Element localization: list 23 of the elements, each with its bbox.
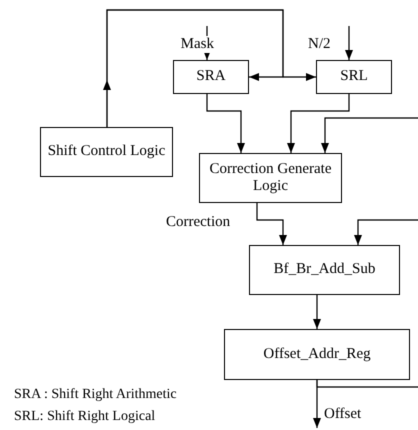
block-label: Bf_Br_Add_Sub <box>274 261 376 279</box>
arrow <box>256 203 287 245</box>
arrow <box>321 117 418 153</box>
edge-label: Mask <box>180 36 214 52</box>
arrow <box>206 94 245 153</box>
arrow <box>287 94 350 153</box>
arrow <box>106 9 316 127</box>
block-label: Correction Generate Logic <box>208 160 333 196</box>
note-text: SRA : Shift Right Arithmetic <box>14 387 177 402</box>
block-box <box>249 245 400 295</box>
arrow <box>354 219 418 245</box>
block-label: Offset_Addr_Reg <box>263 346 371 364</box>
block-label: SRA <box>196 68 226 86</box>
block-box <box>316 60 392 94</box>
arrow <box>345 26 353 60</box>
block-box <box>199 153 342 203</box>
block-label: Shift Control Logic <box>48 143 166 161</box>
block-box <box>40 127 173 177</box>
block-box <box>224 329 410 380</box>
block-box <box>173 60 249 94</box>
note-text: SRL: Shift Right Logical <box>14 409 156 424</box>
block-label: SRL <box>340 68 368 86</box>
arrow <box>313 295 321 329</box>
